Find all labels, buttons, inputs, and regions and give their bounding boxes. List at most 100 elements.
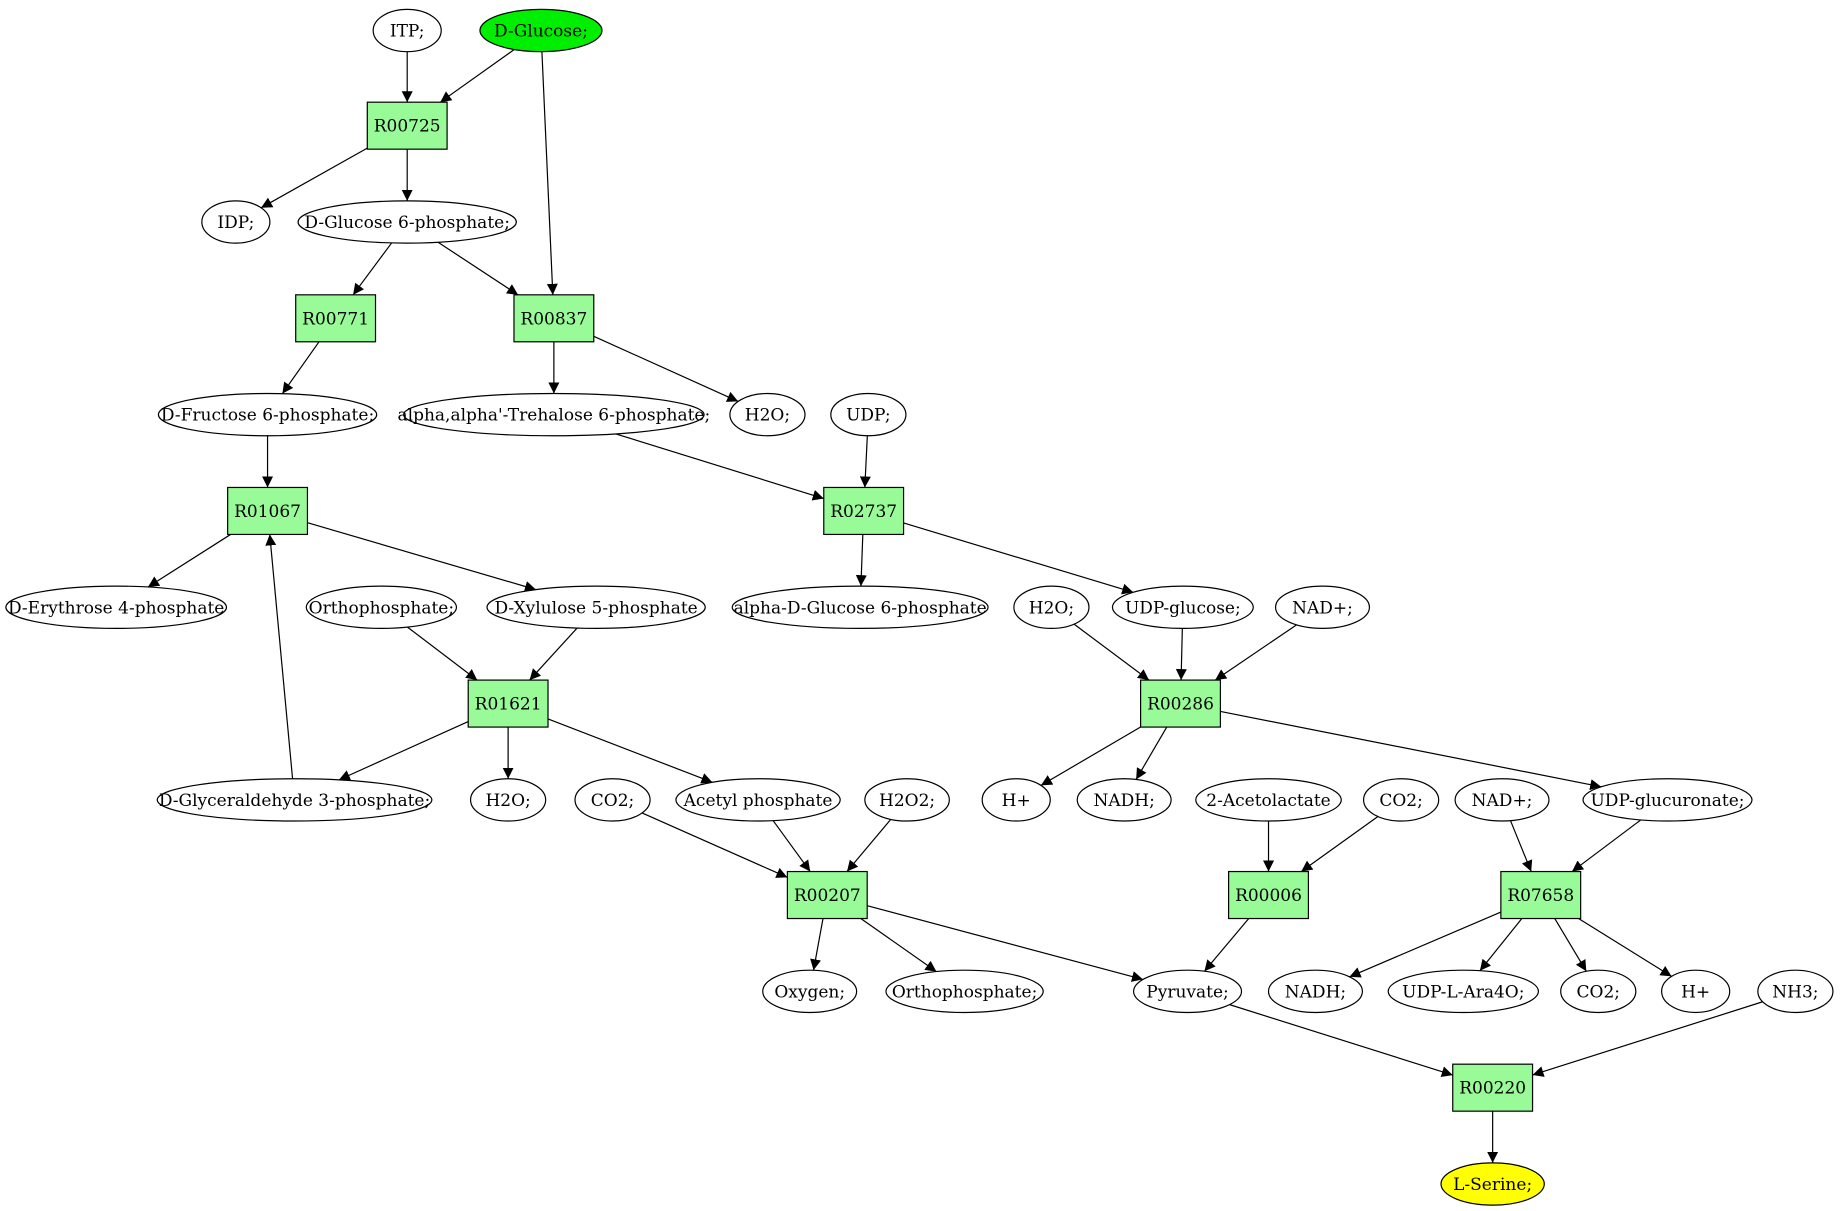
edge-pyruvate-to-r00220 — [1229, 1004, 1453, 1078]
edge-co2_b-to-r00006 — [1300, 816, 1379, 873]
compound-shape — [201, 200, 271, 244]
edge-g6p-to-r00771 — [352, 242, 393, 296]
edge-r00207-to-oxygen — [810, 918, 824, 971]
edge-h2o2-to-r00207 — [846, 819, 892, 872]
edge-r01621-to-g3p — [338, 721, 469, 781]
reaction-label: R01067 — [234, 502, 301, 522]
reaction-r00006: R00006 — [1228, 870, 1310, 920]
reaction-r01621: R01621 — [467, 679, 549, 728]
reaction-r01067: R01067 — [227, 486, 309, 536]
compound-g3p: D-Glyceraldehyde 3-phosphate; — [156, 778, 433, 822]
reaction-box — [366, 101, 448, 150]
compound-g6p: D-Glucose 6-phosphate; — [297, 200, 517, 244]
compound-label: Orthophosphate; — [892, 982, 1037, 1002]
compound-udp: UDP; — [830, 392, 907, 437]
compound-nad_a: NAD+; — [1274, 585, 1371, 630]
edge-r00006-to-pyruvate — [1203, 918, 1250, 972]
compound-co2_b: CO2; — [1362, 778, 1440, 822]
compound-h2o_b: H2O; — [1013, 585, 1090, 630]
compound-shape — [1387, 969, 1540, 1014]
compound-shape — [5, 585, 228, 630]
reaction-r00771: R00771 — [295, 294, 377, 343]
compound-shape — [1195, 778, 1342, 822]
compound-label: 2-Acetolactate — [1206, 791, 1330, 811]
edge-r02737-to-adg6p — [855, 534, 867, 587]
compound-label: UDP-glucose; — [1125, 598, 1241, 618]
compound-label: NADH; — [1094, 791, 1155, 811]
compound-label: D-Glyceraldehyde 3-phosphate; — [159, 791, 430, 811]
compound-shape — [297, 200, 517, 244]
compound-shape — [1440, 1162, 1545, 1206]
compound-shape — [830, 392, 907, 437]
edge-nad_b-to-r07658 — [1509, 820, 1533, 872]
reaction-label: R02737 — [830, 502, 897, 522]
compound-shape — [305, 585, 458, 630]
edge-xylulose5p-to-r01621 — [529, 627, 578, 681]
compound-acetylphosphate: Acetyl phosphate — [675, 778, 841, 822]
compound-nh3: NH3; — [1757, 969, 1834, 1014]
reaction-r00207: R00207 — [786, 870, 868, 920]
compound-shape — [1274, 585, 1371, 630]
edge-r01067-to-xylulose5p — [307, 522, 537, 592]
compound-udplara4o: UDP-L-Ara4O; — [1387, 969, 1540, 1014]
reaction-r00837: R00837 — [513, 294, 595, 343]
compound-shape — [1111, 585, 1254, 630]
edge-nh3-to-r00220 — [1532, 1001, 1763, 1077]
compound-label: CO2; — [591, 791, 635, 811]
reaction-label: R00207 — [794, 886, 861, 906]
compound-shape — [1076, 778, 1172, 822]
compound-label: NADH; — [1285, 982, 1346, 1002]
compound-shape — [479, 8, 603, 53]
edge-r00286-to-udpglucuronate — [1220, 710, 1602, 791]
compound-shape — [1013, 585, 1090, 630]
compound-xylulose5p: D-Xylulose 5-phosphate — [486, 585, 706, 630]
reaction-label: R00286 — [1147, 695, 1214, 715]
edge-r00207-to-orthophosphate_b — [860, 918, 937, 973]
edge-dglucose-to-r00725 — [439, 49, 515, 103]
compound-shape — [1454, 778, 1550, 822]
edge-r00286-to-hplus_a — [1040, 726, 1141, 786]
compound-label: UDP; — [846, 406, 891, 426]
reaction-box — [1452, 1063, 1534, 1112]
reaction-r00725: R00725 — [366, 101, 448, 150]
compound-label: H2O; — [485, 791, 530, 811]
compound-dglucose: D-Glucose; — [479, 8, 603, 53]
compound-label: H2O; — [1029, 598, 1074, 618]
reaction-r07658: R07658 — [1500, 870, 1582, 920]
edge-r00286-to-nadh_a — [1135, 726, 1168, 780]
compound-shape — [486, 585, 706, 630]
compound-label: Acetyl phosphate — [683, 791, 833, 811]
compound-nad_b: NAD+; — [1454, 778, 1550, 822]
compound-co2_a: CO2; — [574, 778, 651, 822]
compound-orthophosphate_a: Orthophosphate; — [305, 585, 458, 630]
compound-label: NH3; — [1772, 982, 1818, 1002]
reaction-box — [513, 294, 595, 343]
compound-label: Pyruvate; — [1146, 982, 1228, 1002]
reaction-box — [1140, 679, 1222, 728]
compound-label: IDP; — [217, 213, 254, 233]
reaction-box — [227, 486, 309, 536]
compound-label: H2O; — [745, 406, 790, 426]
reaction-label: R00725 — [374, 117, 441, 137]
compound-shape — [731, 585, 989, 630]
compound-pyruvate: Pyruvate; — [1132, 969, 1243, 1014]
edge-r00207-to-pyruvate — [867, 905, 1144, 982]
compound-label: H+ — [1681, 982, 1710, 1002]
edge-r07658-to-nadh_b — [1349, 911, 1502, 978]
compound-label: UDP-glucuronate; — [1590, 791, 1744, 811]
compound-label: Orthophosphate; — [309, 598, 454, 618]
edge-udpglucuronate-to-r07658 — [1571, 819, 1642, 873]
compound-shape — [157, 392, 378, 437]
compound-udpglucose: UDP-glucose; — [1111, 585, 1254, 630]
edge-r00837-to-h2o_a — [593, 335, 739, 402]
compound-shape — [864, 778, 950, 822]
reaction-label: R00006 — [1235, 886, 1302, 906]
compound-shape — [675, 778, 841, 822]
compound-f6p: D-Fructose 6-phosphate; — [157, 392, 378, 437]
compound-lserine: L-Serine; — [1440, 1162, 1545, 1206]
edge-co2_a-to-r00207 — [641, 812, 788, 878]
compound-label: D-Glucose 6-phosphate; — [304, 213, 510, 233]
compound-label: CO2; — [1577, 982, 1621, 1002]
compound-label: UDP-L-Ara4O; — [1402, 982, 1524, 1002]
